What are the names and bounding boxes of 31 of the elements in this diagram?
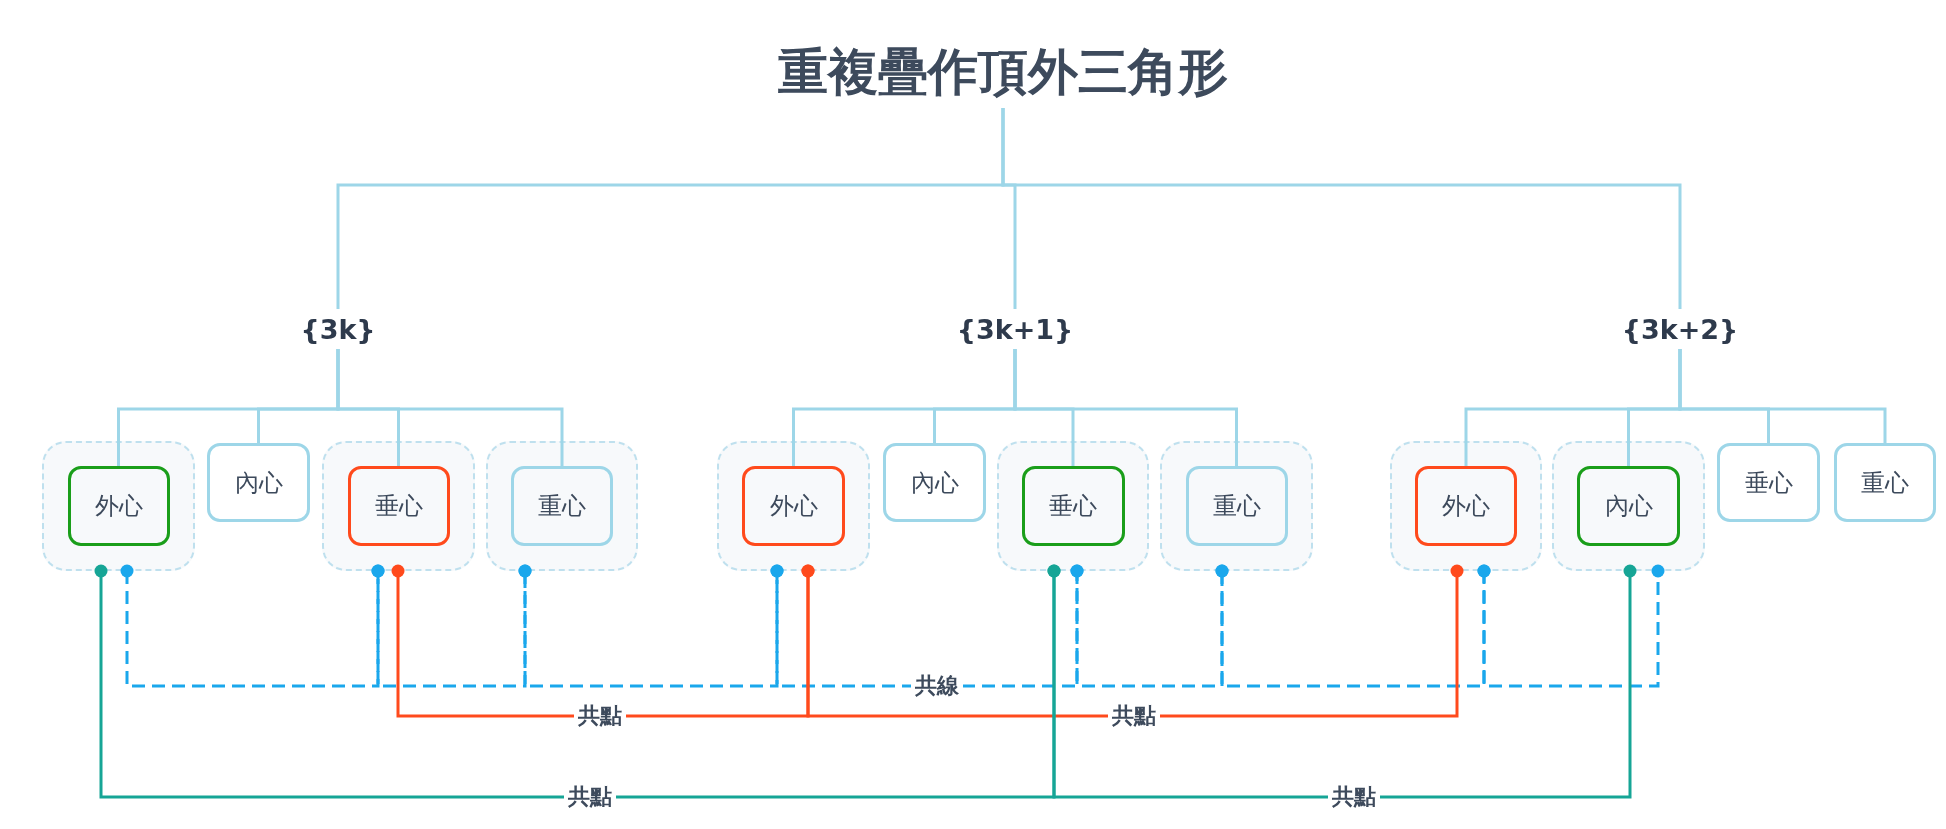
connector-line [1678,349,1887,443]
dashed-group-box [1160,441,1313,571]
node-box: 重心 [1834,443,1936,522]
connector-line [336,349,564,466]
dashed-group-box [486,441,638,571]
dashed-group-box [1552,441,1705,571]
node-box: 外心 [742,466,845,546]
node-box: 外心 [1415,466,1517,546]
node-box: 重心 [1185,466,1288,546]
dashed-group-box [1390,441,1542,571]
set-label: {3k} [288,309,388,349]
node-box: 垂心 [1021,466,1125,546]
dashed-group-box [322,441,475,571]
node-box: 內心 [883,443,986,522]
connector-line [1001,108,1682,309]
node-box: 垂心 [347,466,450,546]
connector-line [801,564,1464,718]
dashed-group-box [717,441,870,571]
set-label: {3k+2} [1610,309,1750,349]
diagram-title: 重複疊作頂外三角形 [703,36,1303,108]
dashed-group-box [42,441,195,571]
connector-line [1047,564,1637,799]
node-box: 垂心 [1717,443,1820,522]
node-box: 內心 [1577,466,1680,546]
set-label: {3k+1} [945,309,1085,349]
connector-line [1013,349,1238,466]
node-box: 內心 [207,443,310,522]
dashed-group-box [997,441,1149,571]
node-box: 重心 [511,466,613,546]
node-box: 外心 [67,466,170,546]
connector-line [1477,564,1665,688]
